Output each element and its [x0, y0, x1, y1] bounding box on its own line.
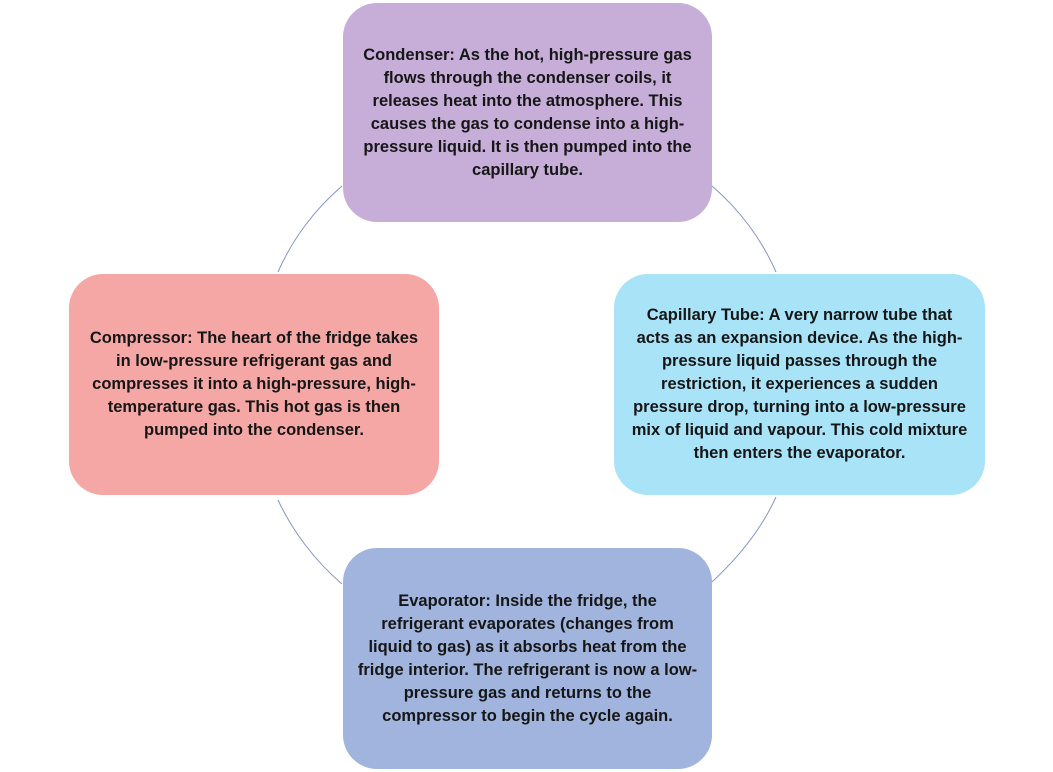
capillary-tube-text: Capillary Tube: A very narrow tube that … [631, 306, 968, 462]
arc-capillary-to-evaporator [711, 496, 777, 583]
condenser-text: Condenser: As the hot, high-pressure gas… [363, 45, 692, 179]
compressor-node: Compressor: The heart of the fridge take… [69, 274, 439, 495]
compressor-text: Compressor: The heart of the fridge take… [89, 329, 419, 439]
arc-compressor-to-condenser [277, 185, 343, 273]
capillary-tube-node: Capillary Tube: A very narrow tube that … [614, 274, 985, 495]
condenser-node: Condenser: As the hot, high-pressure gas… [343, 3, 712, 222]
arc-condenser-to-capillary [711, 185, 777, 273]
arc-evaporator-to-compressor [277, 499, 343, 585]
evaporator-node: Evaporator: Inside the fridge, the refri… [343, 548, 712, 769]
evaporator-text: Evaporator: Inside the fridge, the refri… [357, 591, 698, 725]
